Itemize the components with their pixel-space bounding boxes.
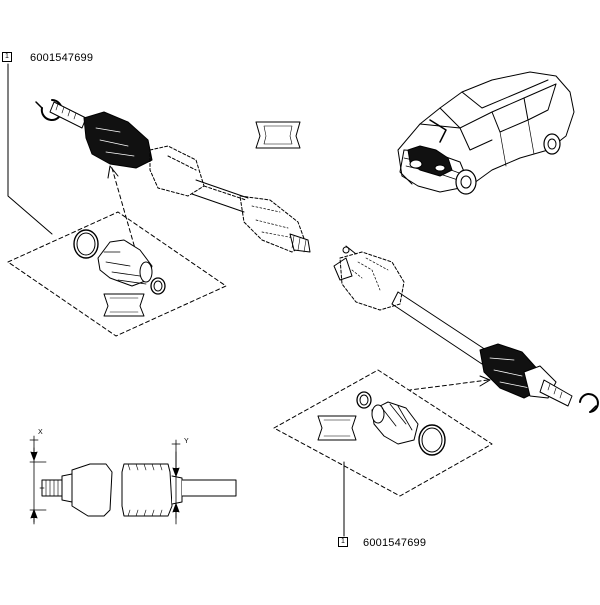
dimension-detail bbox=[29, 435, 237, 525]
right-driveshaft bbox=[333, 245, 599, 413]
callout-number-top: 1 bbox=[2, 52, 12, 62]
dimension-x-label: X bbox=[38, 429, 43, 436]
grease-packet bbox=[255, 121, 301, 149]
left-driveshaft bbox=[35, 99, 311, 253]
car-illustration bbox=[397, 71, 575, 195]
right-boot-kit bbox=[273, 369, 493, 497]
callout-number-bottom: 1 bbox=[338, 537, 348, 547]
callout-leader-top bbox=[7, 63, 53, 235]
dimension-y-label: Y bbox=[184, 438, 189, 445]
part-reference-bottom: 6001547699 bbox=[363, 537, 427, 549]
left-boot-kit bbox=[7, 165, 227, 337]
part-reference-top: 6001547699 bbox=[30, 52, 94, 64]
